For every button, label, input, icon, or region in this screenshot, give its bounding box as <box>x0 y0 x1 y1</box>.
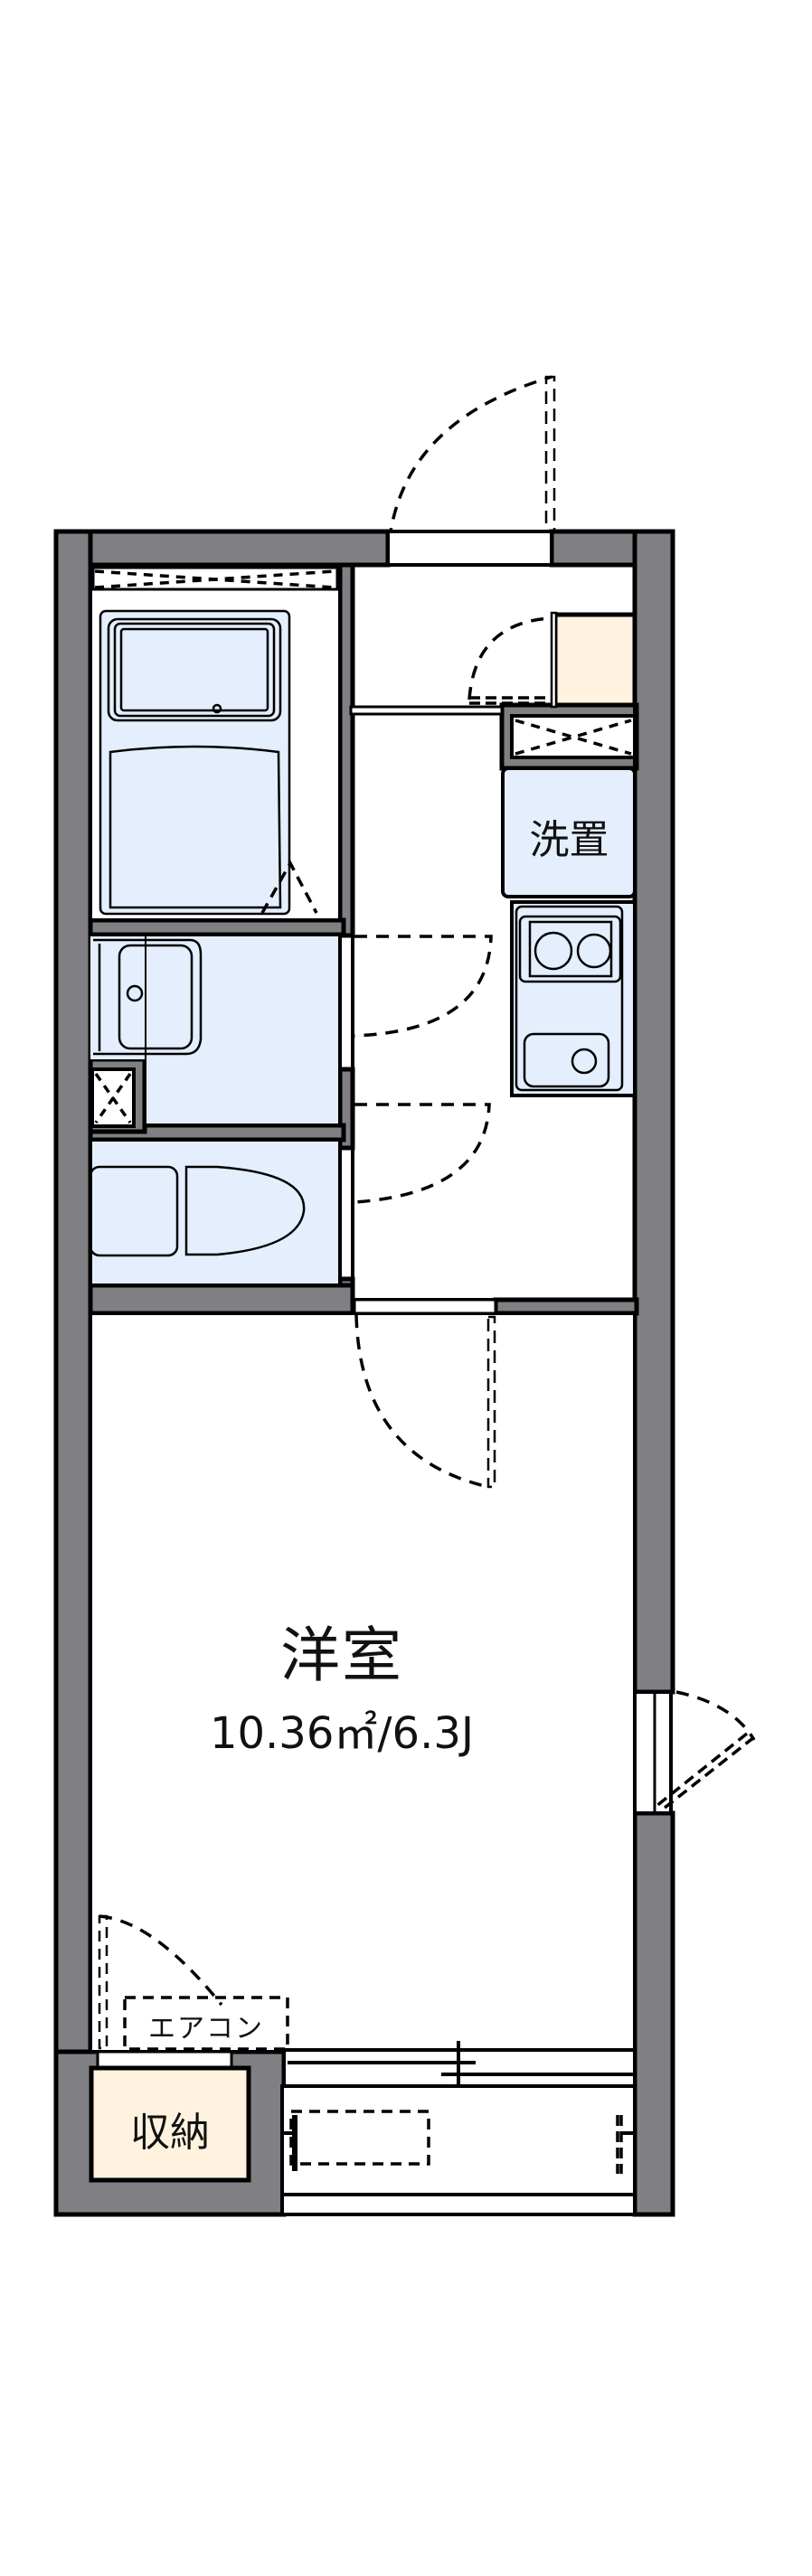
aircon-box <box>123 1996 289 2051</box>
washer-space <box>501 766 637 898</box>
pipe-shaft <box>90 1067 136 1128</box>
shoe-closet <box>467 611 637 709</box>
washroom-door <box>354 935 493 1038</box>
storage-label: 収納 <box>130 2110 210 2156</box>
storage <box>89 2050 251 2183</box>
main-room <box>89 1298 637 2054</box>
room-door <box>354 1314 496 1489</box>
toilet-room <box>89 1138 342 1287</box>
kitchen-sink <box>523 1032 610 1088</box>
entrance-door <box>386 375 556 563</box>
stove <box>518 915 622 983</box>
washroom <box>90 933 342 1128</box>
aircon-label: エアコン <box>148 2013 264 2045</box>
balcony-window <box>282 2041 637 2095</box>
room-name-label: 洋室 <box>280 1621 403 1690</box>
washer-space-label: 洗置 <box>529 817 609 863</box>
room-area-label: 10.36㎡/6.3J <box>209 1708 475 1759</box>
hvac-unit-box <box>510 714 637 759</box>
toilet-door <box>354 1103 491 1204</box>
entrance-opening <box>386 530 553 567</box>
kitchen-counter <box>510 900 637 1097</box>
balcony <box>280 2084 637 2216</box>
toilet <box>89 1165 306 1257</box>
storage-door <box>98 1914 223 2050</box>
side-window <box>633 1690 756 1815</box>
unit-bath <box>89 563 342 922</box>
washbasin <box>93 938 203 1056</box>
